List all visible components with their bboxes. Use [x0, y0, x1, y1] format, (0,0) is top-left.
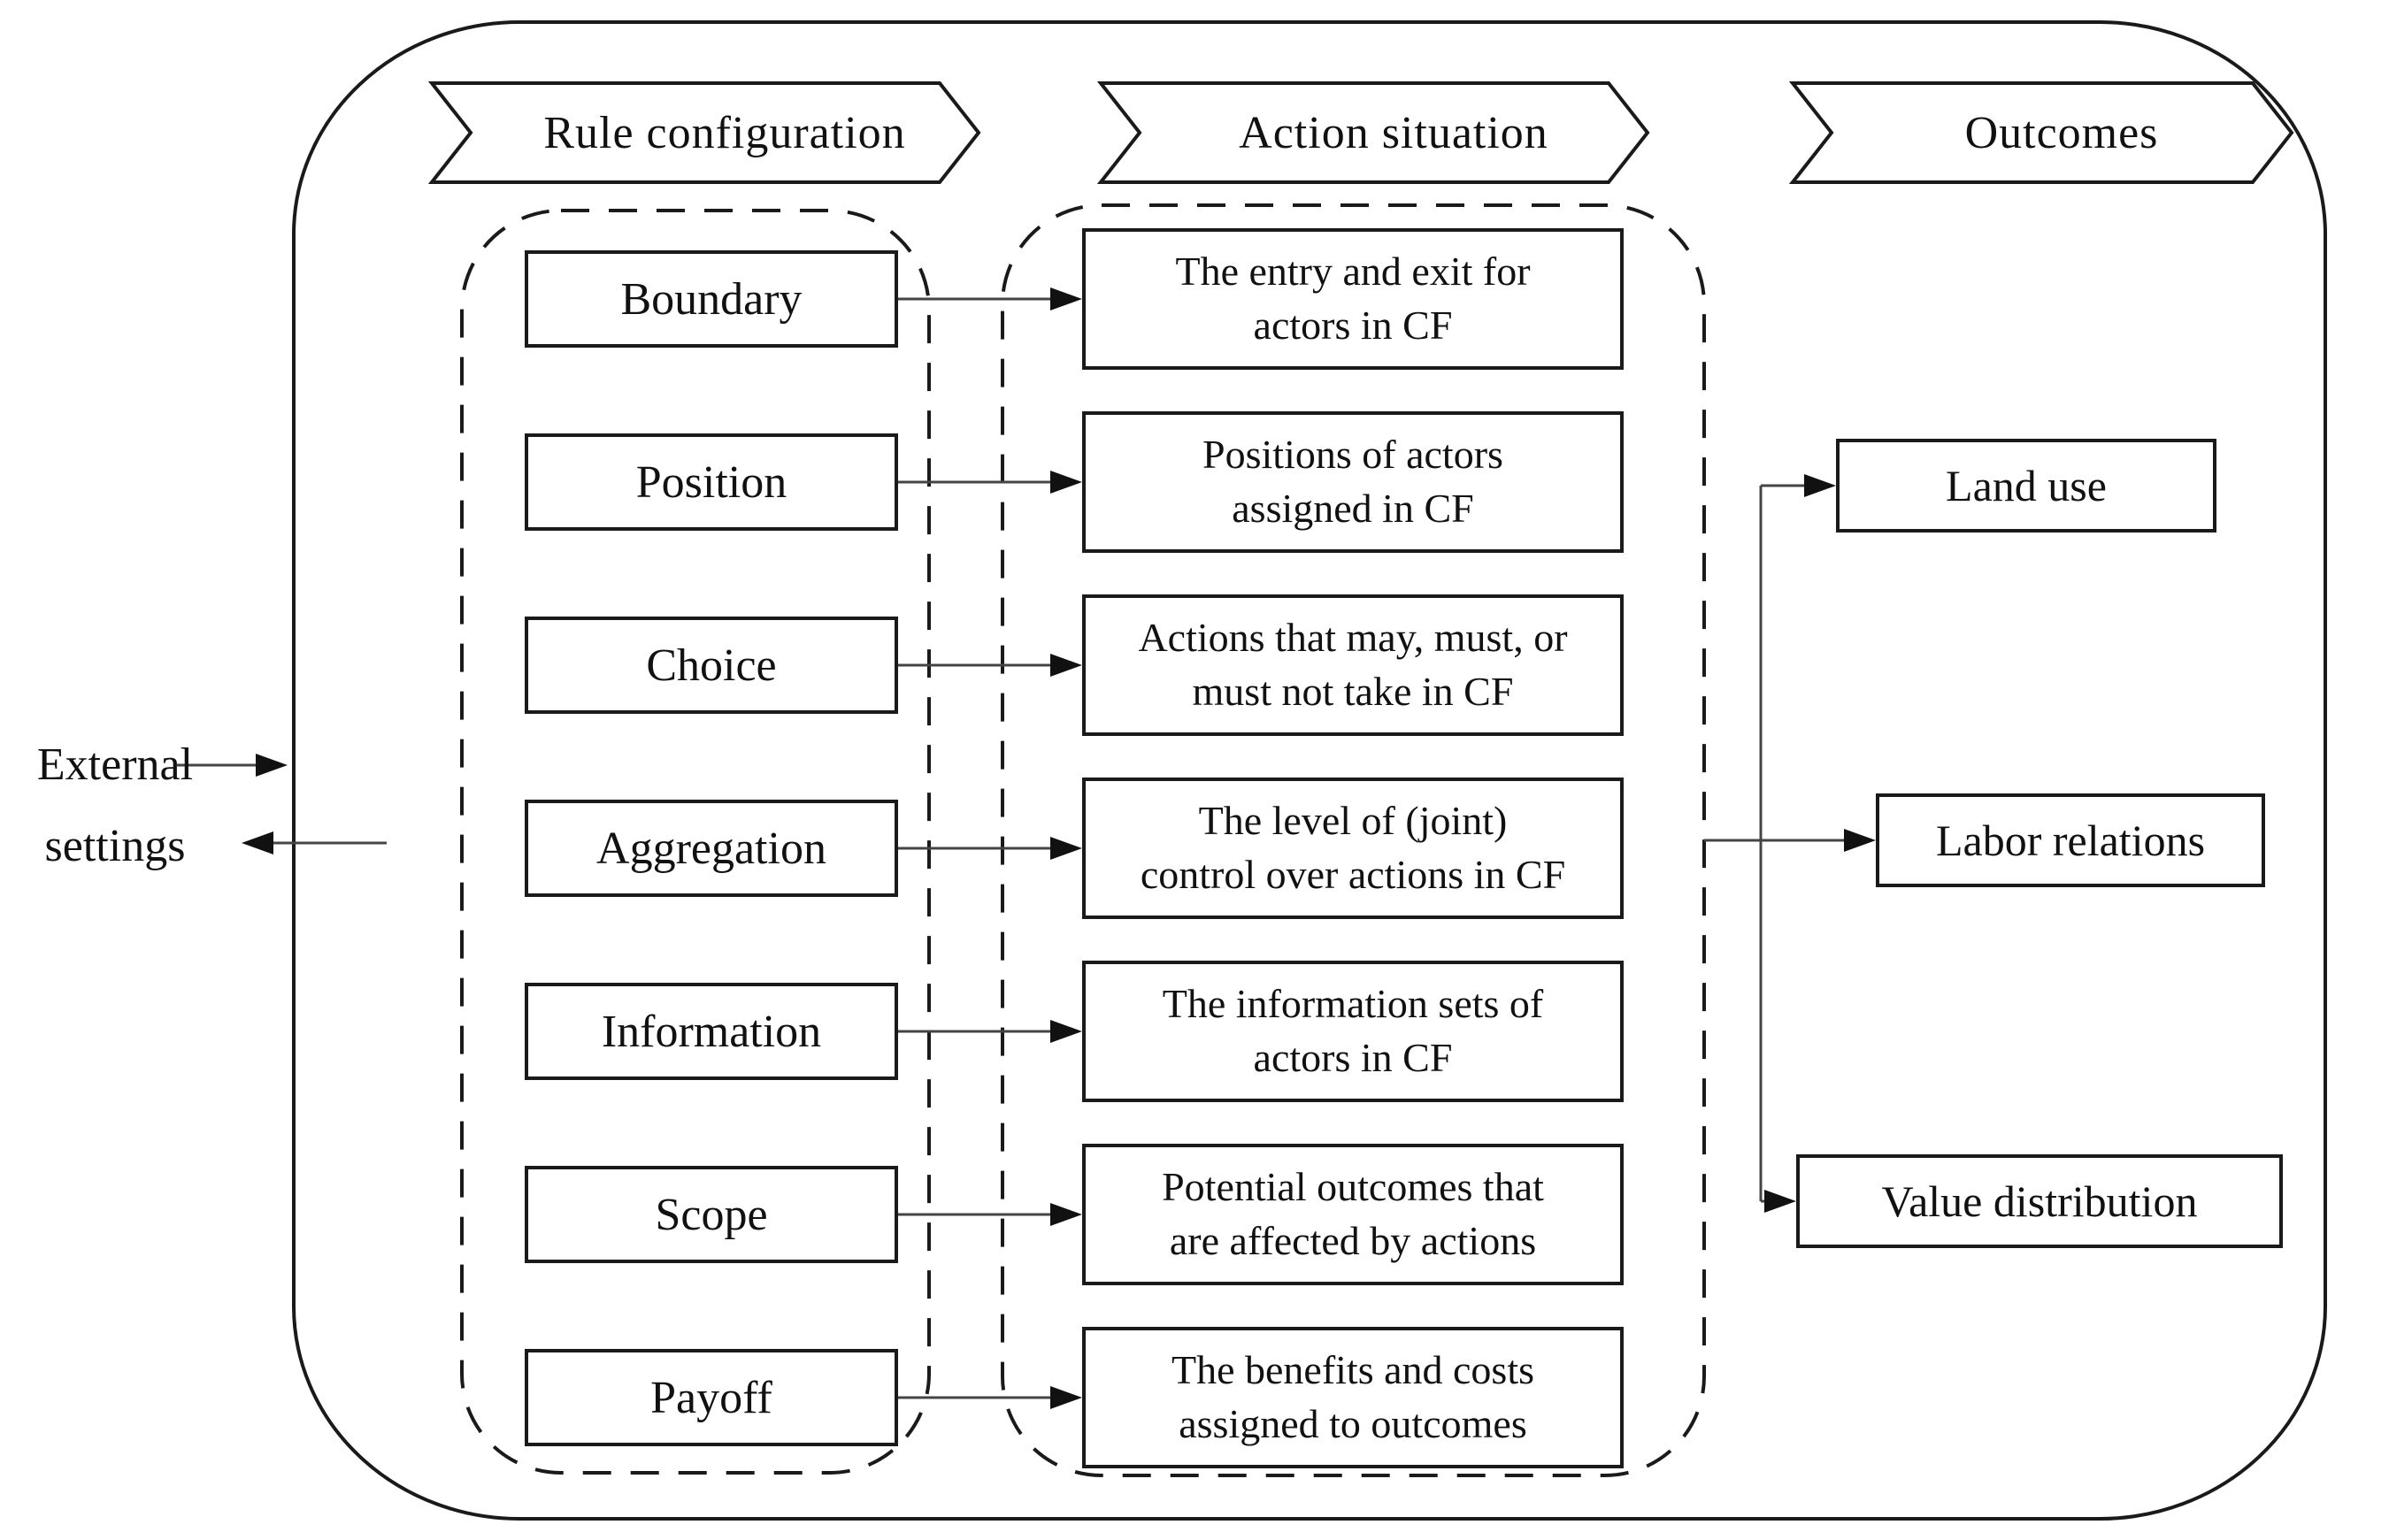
- header-rule-configuration: Rule configuration: [543, 107, 906, 158]
- arrow-information-to-action: [898, 1020, 1082, 1043]
- chevron-rule-configuration: [427, 81, 981, 184]
- rule-box-information: Information: [525, 983, 898, 1080]
- action-box-information: The information sets of actors in CF: [1082, 961, 1624, 1102]
- outcome-box-value-distribution: Value distribution: [1796, 1154, 2283, 1248]
- arrow-position-to-action: [898, 471, 1082, 494]
- rule-box-choice: Choice: [525, 617, 898, 714]
- action-box-potential: Potential outcomes that are affected by …: [1082, 1144, 1624, 1285]
- connector-action-to-outcomes: [1704, 474, 1876, 1213]
- rule-box-scope: Scope: [525, 1166, 898, 1263]
- rule-box-boundary: Boundary: [525, 250, 898, 348]
- action-box-benefits: The benefits and costs assigned to outco…: [1082, 1327, 1624, 1468]
- rule-configuration-group-outline: [460, 209, 931, 1475]
- external-settings-label: External settings: [36, 739, 194, 871]
- arrow-aggregation-to-action: [898, 837, 1082, 860]
- action-box-actions: Actions that may, must, or must not take…: [1082, 594, 1624, 736]
- header-action-situation: Action situation: [1239, 107, 1548, 158]
- outcome-box-land-use: Land use: [1836, 439, 2216, 532]
- action-box-entry-exit: The entry and exit for actors in CF: [1082, 228, 1624, 370]
- arrow-external-out: [242, 831, 387, 854]
- chevron-action-situation: [1096, 81, 1650, 184]
- arrow-scope-to-action: [898, 1203, 1082, 1226]
- action-box-positions: Positions of actors assigned in CF: [1082, 411, 1624, 553]
- rule-box-payoff: Payoff: [525, 1349, 898, 1446]
- arrowhead-land-use: [1804, 474, 1836, 497]
- external-boundary-outline: [292, 20, 2327, 1521]
- arrow-boundary-to-action: [898, 287, 1082, 310]
- arrow-external-in: [177, 754, 288, 777]
- action-box-control: The level of (joint) control over action…: [1082, 778, 1624, 919]
- rule-box-aggregation: Aggregation: [525, 800, 898, 897]
- outcome-box-labor-relations: Labor relations: [1876, 793, 2265, 887]
- header-outcomes: Outcomes: [1964, 107, 2159, 158]
- rule-box-position: Position: [525, 433, 898, 531]
- arrowhead-value-distribution: [1764, 1190, 1796, 1213]
- arrow-payoff-to-action: [898, 1386, 1082, 1409]
- arrowhead-labor-relations: [1844, 829, 1876, 852]
- arrow-choice-to-action: [898, 654, 1082, 677]
- chevron-outcomes: [1788, 81, 2294, 184]
